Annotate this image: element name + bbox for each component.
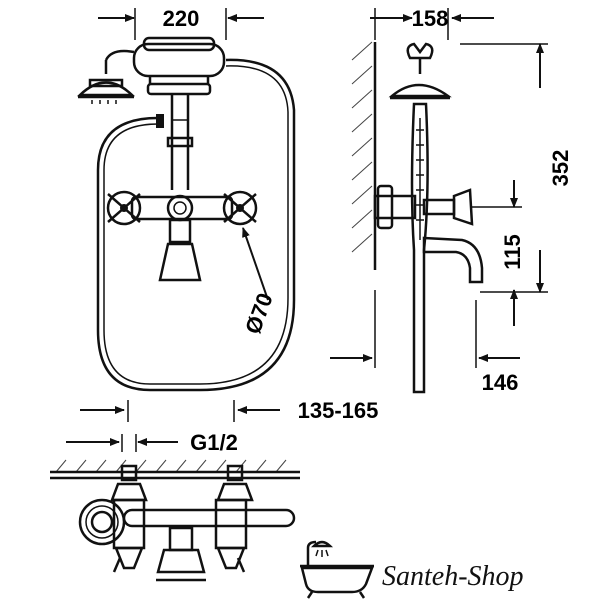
bath-spout bbox=[158, 218, 202, 282]
dim-label-height-total: 352 bbox=[548, 150, 573, 187]
top-inlets bbox=[110, 464, 254, 502]
riser-pipe bbox=[166, 94, 194, 190]
side-handset-body bbox=[410, 102, 429, 394]
mixer-body bbox=[130, 194, 234, 222]
side-shower-cradle bbox=[388, 42, 452, 100]
dim-line-height-spout bbox=[472, 180, 522, 326]
dim-label-diameter: Ø70 bbox=[240, 290, 278, 338]
shower-handle bbox=[132, 36, 226, 96]
top-wall-hatch bbox=[50, 459, 300, 480]
shower-hose bbox=[96, 58, 296, 392]
wall-hatch bbox=[351, 41, 377, 270]
dim-line-center-distance bbox=[80, 400, 280, 422]
side-spout bbox=[422, 236, 484, 284]
dim-line-width bbox=[98, 8, 264, 40]
dim-line-diameter bbox=[242, 227, 269, 301]
right-cross-handle bbox=[222, 190, 258, 226]
left-cross-handle bbox=[106, 190, 142, 226]
side-valve-body bbox=[373, 184, 474, 230]
top-spout bbox=[156, 526, 206, 582]
dim-line-reach bbox=[330, 290, 520, 368]
top-shower-holder bbox=[78, 498, 126, 546]
top-body bbox=[112, 498, 296, 573]
front-view bbox=[66, 8, 296, 452]
brand-name: Santeh-Shop bbox=[382, 561, 524, 592]
dim-line-thread bbox=[66, 434, 178, 452]
dim-label-height-spout: 115 bbox=[500, 234, 525, 270]
dim-line-depth bbox=[370, 8, 494, 40]
hand-shower-head bbox=[76, 49, 136, 104]
dim-label-center-distance: 135-165 bbox=[298, 398, 379, 423]
dim-label-reach: 146 bbox=[482, 370, 519, 395]
side-view bbox=[330, 8, 548, 394]
dim-label-depth: 158 bbox=[412, 6, 449, 31]
dim-label-thread: G1/2 bbox=[190, 430, 238, 455]
dim-label-width: 220 bbox=[163, 6, 200, 31]
bathtub-with-shower-icon bbox=[300, 540, 374, 599]
top-view bbox=[50, 459, 300, 582]
